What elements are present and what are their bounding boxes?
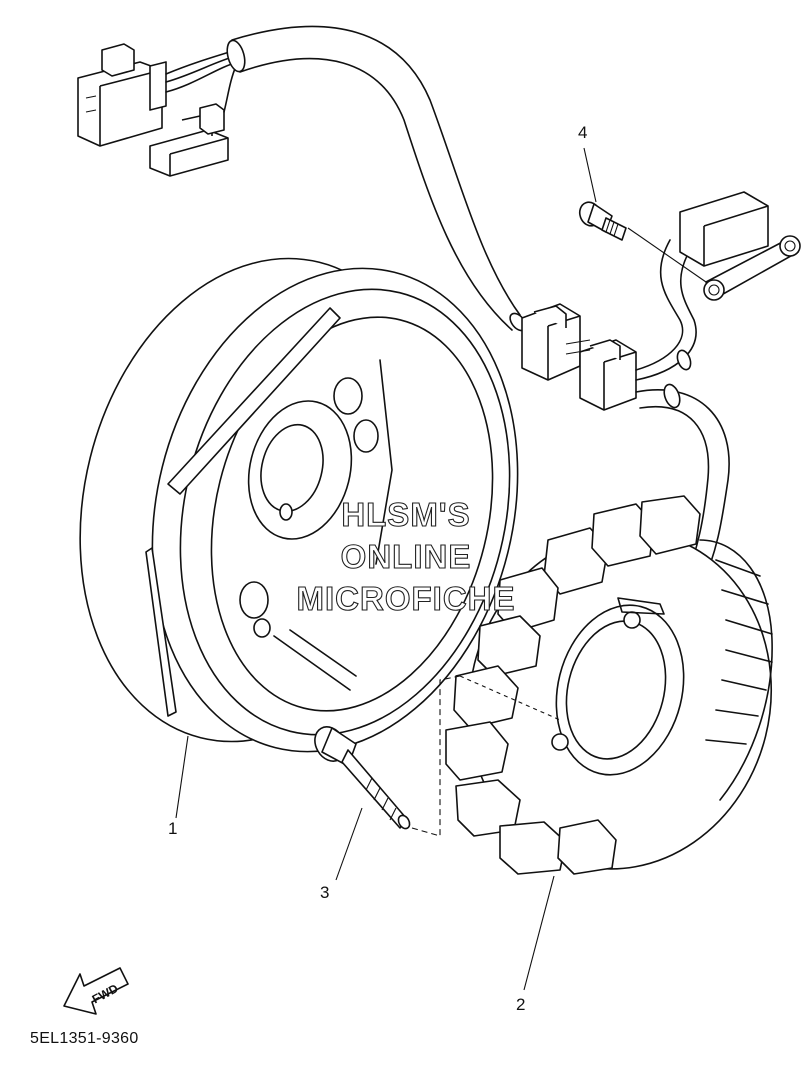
flywheel-rotor xyxy=(79,257,519,753)
leader-lines xyxy=(175,147,597,991)
mid-connectors xyxy=(521,303,637,411)
watermark-line-3: MICROFICHE xyxy=(297,580,516,617)
pickup-coil xyxy=(627,191,801,381)
watermark: HLSM'S ONLINE MICROFICHE xyxy=(296,495,516,617)
callout-2: 2 xyxy=(516,995,525,1014)
bolt-4 xyxy=(578,201,627,241)
watermark-line-1: HLSM'S xyxy=(341,496,470,533)
wire-sleeve xyxy=(226,25,527,332)
part-code: 5EL1351-9360 xyxy=(30,1030,139,1047)
fwd-arrow: FWD xyxy=(63,967,129,1015)
bolt-3 xyxy=(314,675,561,837)
callout-4: 4 xyxy=(578,123,587,142)
watermark-line-2: ONLINE xyxy=(341,538,472,575)
callout-3: 3 xyxy=(320,883,329,902)
stator xyxy=(445,495,773,875)
harness-connectors xyxy=(77,43,239,177)
callout-1: 1 xyxy=(168,819,177,838)
